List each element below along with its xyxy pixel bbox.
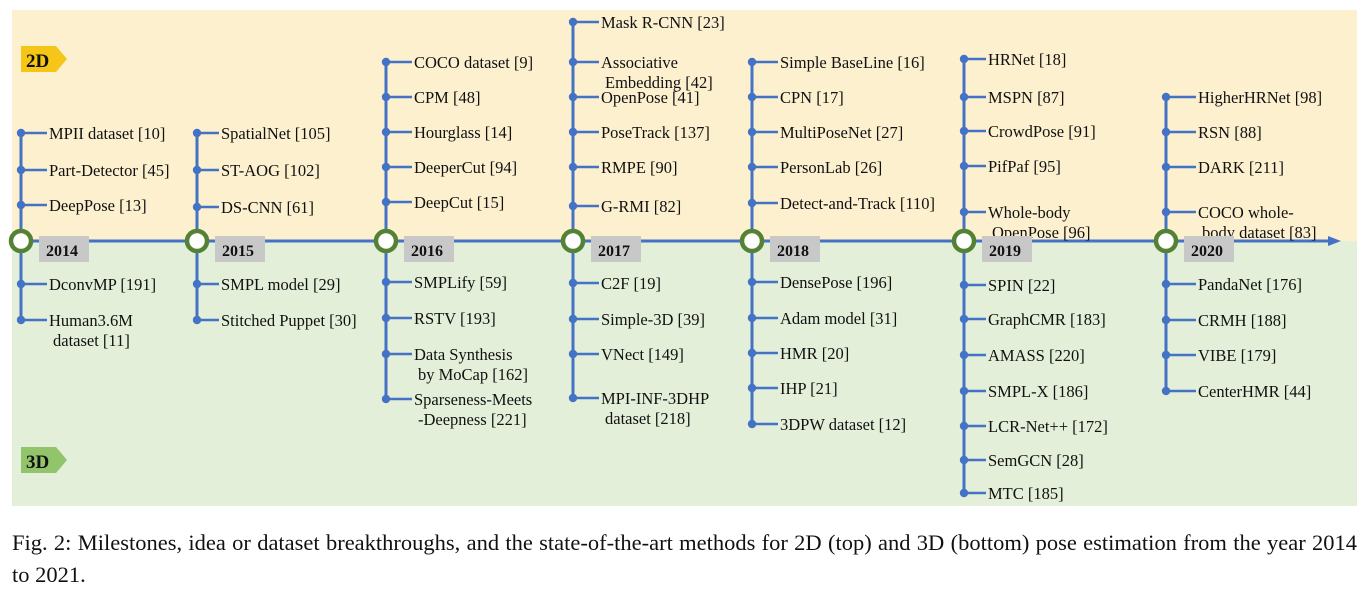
method-3d-2014: DconvMP [191] [49, 275, 156, 294]
method-2d-2019: PifPaf [95] [988, 157, 1061, 176]
method-3d-2019: GraphCMR [183] [988, 310, 1106, 329]
year-marker-2016 [373, 228, 399, 254]
method-2d-2020: RSN [88] [1198, 123, 1262, 142]
method-3d-2016: SMPLify [59] [414, 273, 507, 292]
method-3d-2016: RSTV [193] [414, 309, 496, 328]
method-2d-2014: MPII dataset [10] [49, 124, 165, 143]
method-3d-2020: VIBE [179] [1198, 346, 1276, 365]
method-3d-2015: SMPL model [29] [221, 275, 340, 294]
method-2d-2017: PoseTrack [137] [601, 123, 710, 142]
year-label-2015: 2015 [222, 243, 254, 260]
3d-tag-label: 3D [26, 452, 49, 473]
year-marker-2018 [739, 228, 765, 254]
method-2d-2018: MultiPoseNet [27] [780, 123, 903, 142]
method-3d-2019: SPIN [22] [988, 276, 1055, 295]
method-2d-2017: G-RMI [82] [601, 197, 681, 216]
method-2d-2016: COCO dataset [9] [414, 53, 533, 72]
method-3d-2015: Stitched Puppet [30] [221, 311, 357, 330]
year-box-2016 [404, 236, 454, 262]
method-3d-2018: Adam model [31] [780, 309, 897, 328]
method-2d-2015: DS-CNN [61] [221, 198, 314, 217]
3d-panel-background [12, 241, 1357, 506]
method-2d-2017: RMPE [90] [601, 158, 678, 177]
method-3d-2019: SMPL-X [186] [988, 382, 1088, 401]
timeline-diagram: 2D 3D MPII dataset [10] Part-Detector [45] D… [8, 10, 1357, 506]
method-2d-2016: Hourglass [14] [414, 123, 512, 142]
method-3d-2020: PandaNet [176] [1198, 275, 1302, 294]
method-3d-2019: SemGCN [28] [988, 451, 1084, 470]
year-label-2017: 2017 [598, 243, 630, 260]
year-label-2019: 2019 [989, 243, 1021, 260]
method-2d-2018: PersonLab [26] [780, 158, 882, 177]
method-3d-2020: CenterHMR [44] [1198, 382, 1311, 401]
method-3d-2019: AMASS [220] [988, 346, 1085, 365]
year-marker-2019 [951, 228, 977, 254]
method-2d-2014: DeepPose [13] [49, 196, 147, 215]
method-2d-2017: Mask R-CNN [23] [601, 13, 725, 32]
method-3d-2017: VNect [149] [601, 345, 684, 364]
method-2d-2019: HRNet [18] [988, 50, 1066, 69]
2d-tag-shape [21, 46, 67, 72]
year-label-2014: 2014 [46, 243, 78, 260]
year-marker-2017 [560, 228, 586, 254]
method-3d-2019: LCR-Net++ [172] [988, 417, 1108, 436]
method-2d-2018: CPN [17] [780, 88, 844, 107]
year-box-2019 [982, 236, 1032, 262]
method-2d-2015: SpatialNet [105] [221, 124, 331, 143]
method-2d-2020: HigherHRNet [98] [1198, 88, 1322, 107]
method-3d-2017: Simple-3D [39] [601, 310, 705, 329]
timeline-axis-arrowhead [1328, 236, 1341, 246]
method-2d-2014: Part-Detector [45] [49, 161, 170, 180]
figure-caption: Fig. 2: Milestones, idea or dataset brea… [12, 530, 1357, 587]
method-2d-2017: OpenPose [41] [601, 88, 700, 107]
method-3d-2016: Sparseness-Meets-Deepness [221] [414, 390, 532, 429]
method-2d-2015: ST-AOG [102] [221, 161, 320, 180]
year-box-2015 [215, 236, 265, 262]
method-2d-2018: Detect-and-Track [110] [780, 194, 935, 213]
year-marker-2020 [1153, 228, 1179, 254]
method-3d-2020: CRMH [188] [1198, 311, 1286, 330]
method-3d-2017: C2F [19] [601, 274, 661, 293]
method-2d-2018: Simple BaseLine [16] [780, 53, 925, 72]
method-2d-2016: CPM [48] [414, 88, 480, 107]
2d-panel-background [12, 10, 1357, 241]
year-label-2016: 2016 [411, 243, 443, 260]
year-marker-2014 [8, 228, 34, 254]
3d-tag-shape [21, 447, 67, 473]
year-box-2020 [1184, 236, 1234, 262]
method-2d-2016: DeepCut [15] [414, 193, 504, 212]
year-label-2018: 2018 [777, 243, 809, 260]
method-2d-2020: DARK [211] [1198, 158, 1284, 177]
method-2d-2019: CrowdPose [91] [988, 122, 1096, 141]
method-3d-2018: HMR [20] [780, 344, 849, 363]
year-box-2018 [770, 236, 820, 262]
year-label-2020: 2020 [1191, 243, 1223, 260]
2d-tag-label: 2D [26, 51, 49, 72]
year-box-2014 [39, 236, 89, 262]
method-3d-2018: IHP [21] [780, 379, 838, 398]
method-2d-2019: MSPN [87] [988, 88, 1065, 107]
method-2d-2016: DeeperCut [94] [414, 158, 517, 177]
method-3d-2018: DensePose [196] [780, 273, 892, 292]
year-marker-2015 [184, 228, 210, 254]
year-box-2017 [591, 236, 641, 262]
method-3d-2019: MTC [185] [988, 484, 1064, 503]
method-3d-2018: 3DPW dataset [12] [780, 415, 906, 434]
